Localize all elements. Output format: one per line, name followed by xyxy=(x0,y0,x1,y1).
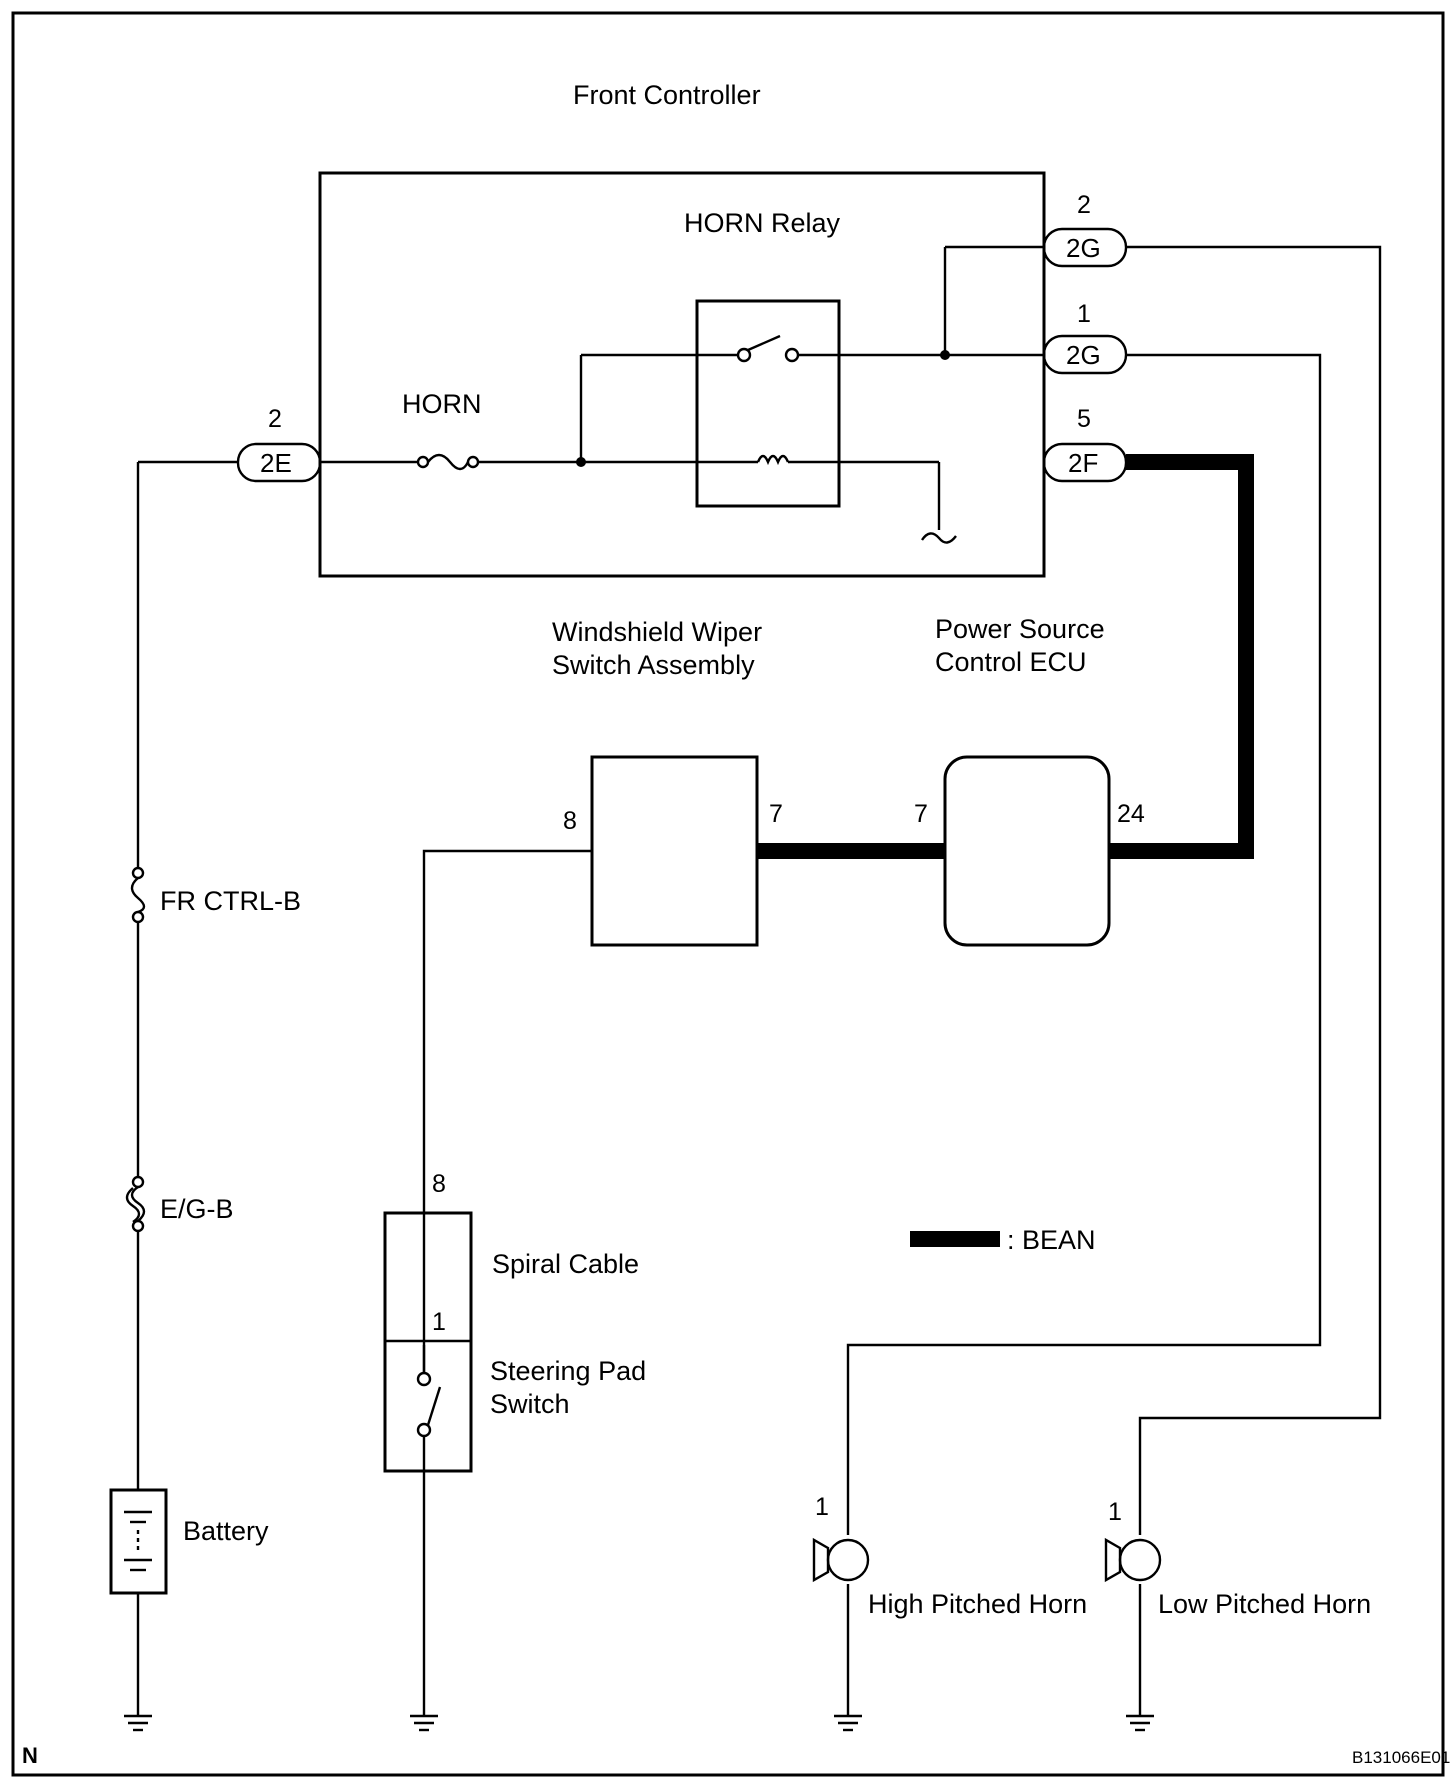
horn-fuse-icon xyxy=(416,453,480,471)
ground-icon xyxy=(124,1714,152,1732)
ecu-pin-in: 7 xyxy=(914,800,928,828)
eg-b-fuse-icon xyxy=(125,1175,146,1233)
horn-relay-box xyxy=(695,299,841,508)
connector-2F-name: 2F xyxy=(1068,448,1098,478)
relay-coil-icon xyxy=(756,454,790,466)
connector-2G-mid: 1 2G xyxy=(1042,300,1128,375)
steering-label-line2: Switch xyxy=(490,1389,570,1419)
ecu-pin-out: 24 xyxy=(1117,800,1145,828)
connector-2G-top-pin: 2 xyxy=(1077,191,1091,219)
fr-ctrl-b-fuse-icon xyxy=(130,866,146,924)
high-horn-pin: 1 xyxy=(815,1493,829,1521)
spiral-cable-box xyxy=(383,1211,473,1473)
connector-2G-top-name: 2G xyxy=(1066,233,1101,263)
figure-code-label: B131066E01 xyxy=(1352,1748,1450,1767)
connector-2E: 2 2E xyxy=(236,405,322,483)
steering-wire xyxy=(422,849,592,1716)
power-source-ecu-box xyxy=(943,755,1111,947)
connector-2G-mid-name: 2G xyxy=(1066,340,1101,370)
windshield-wiper-switch-box xyxy=(590,755,759,947)
spiral-cable-label: Spiral Cable xyxy=(492,1249,639,1279)
high-horn-icon xyxy=(812,1537,870,1583)
connector-2E-pin: 2 xyxy=(268,405,282,433)
steering-switch-icon xyxy=(416,1341,442,1471)
steering-label-line1: Steering Pad xyxy=(490,1356,646,1386)
windshield-label-line2: Switch Assembly xyxy=(552,650,755,680)
outer-frame xyxy=(11,11,1445,1777)
supply-wire xyxy=(136,460,238,1716)
bean-bus xyxy=(757,454,1254,859)
battery-label: Battery xyxy=(183,1516,269,1546)
battery-icon xyxy=(109,1488,168,1595)
front-controller-wiring xyxy=(320,245,1044,544)
horn-fuse-label: HORN xyxy=(402,389,482,419)
bean-legend-label: : BEAN xyxy=(1007,1225,1096,1255)
windshield-label-line1: Windshield Wiper xyxy=(552,617,762,647)
front-controller-label: Front Controller xyxy=(573,80,761,110)
spiral-pin-top: 8 xyxy=(432,1170,446,1198)
ground-icon xyxy=(834,1714,862,1732)
ground-icon xyxy=(1126,1714,1154,1732)
connector-2F-pin: 5 xyxy=(1077,405,1091,433)
ground-symbol-icon xyxy=(921,532,957,544)
horn-wires xyxy=(846,245,1382,1716)
connector-2E-name: 2E xyxy=(260,448,292,478)
low-horn-pin: 1 xyxy=(1108,1498,1122,1526)
power-label-line2: Control ECU xyxy=(935,647,1087,677)
wiper-pin-out: 7 xyxy=(769,800,783,828)
connector-2G-mid-pin: 1 xyxy=(1077,300,1091,328)
high-horn-label: High Pitched Horn xyxy=(868,1589,1087,1619)
relay-switch-icon xyxy=(736,334,800,363)
wiper-pin-in: 8 xyxy=(563,807,577,835)
front-controller-box xyxy=(318,171,1046,578)
eg-b-label: E/G-B xyxy=(160,1194,234,1224)
connector-2G-top: 2 2G xyxy=(1042,191,1128,268)
corner-n-label: N xyxy=(22,1743,38,1768)
horn-relay-label: HORN Relay xyxy=(684,208,841,238)
connector-2F: 5 2F xyxy=(1042,405,1128,483)
ground-icon xyxy=(410,1714,438,1732)
low-horn-icon xyxy=(1104,1537,1162,1583)
low-horn-label: Low Pitched Horn xyxy=(1158,1589,1371,1619)
bean-legend-swatch xyxy=(910,1231,1000,1247)
power-label-line1: Power Source xyxy=(935,614,1105,644)
fr-ctrl-b-label: FR CTRL-B xyxy=(160,886,301,916)
steering-pin: 1 xyxy=(432,1308,446,1336)
